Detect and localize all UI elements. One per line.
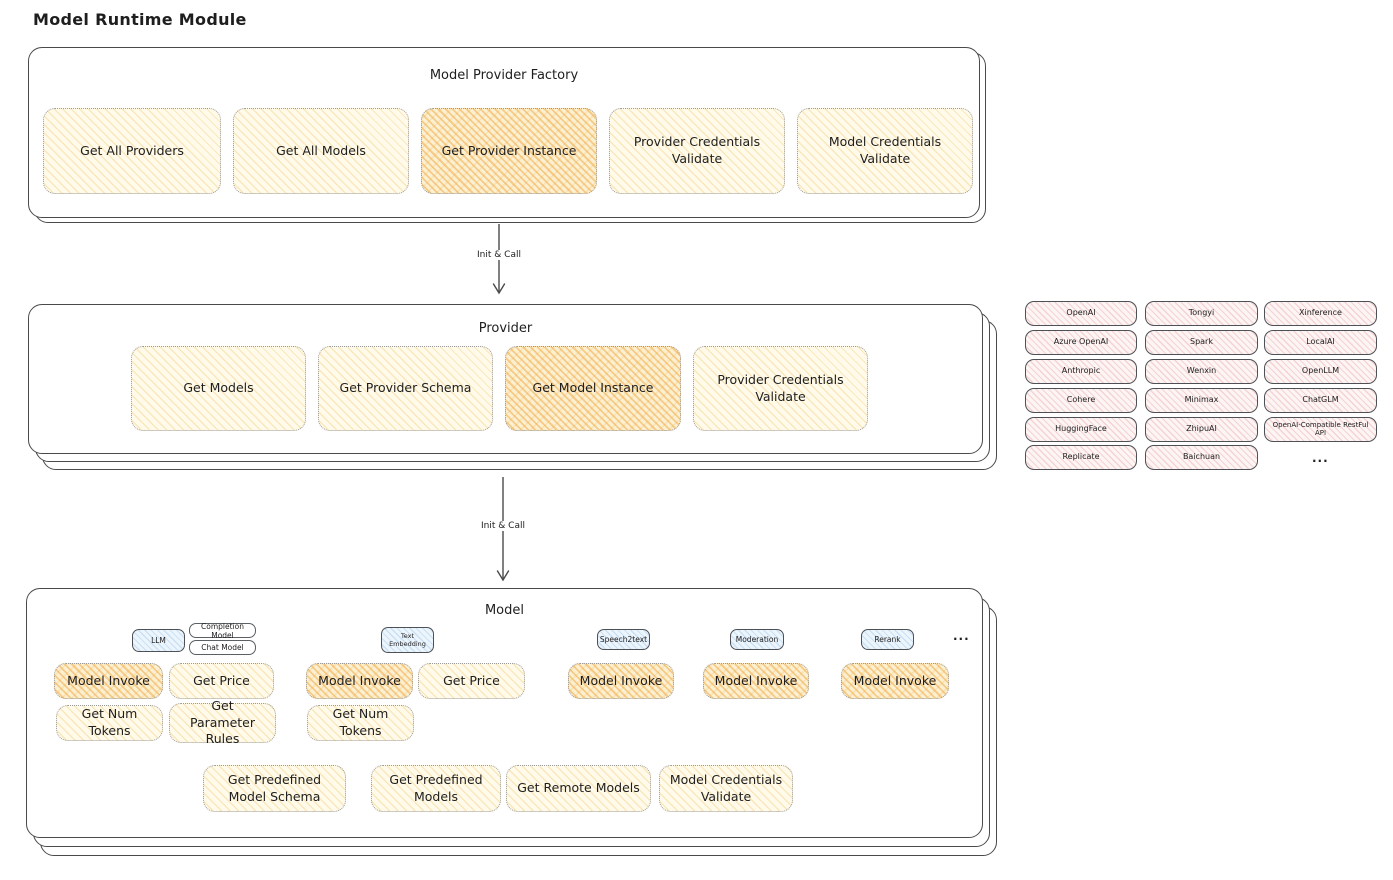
get-provider-schema-button[interactable]: Get Provider Schema	[318, 346, 493, 431]
provider-azure-openai[interactable]: Azure OpenAI	[1025, 330, 1137, 355]
get-parameter-rules-button[interactable]: Get Parameter Rules	[169, 698, 276, 746]
provider-openllm[interactable]: OpenLLM	[1264, 359, 1377, 384]
provider-minimax[interactable]: Minimax	[1145, 388, 1258, 413]
get-price-button-llm[interactable]: Get Price	[169, 663, 274, 699]
chip-completion-model[interactable]: Completion Model	[189, 622, 256, 640]
providers-more-ellipsis: ...	[1312, 451, 1329, 465]
model-invoke-button-rerank[interactable]: Model Invoke	[841, 663, 949, 699]
model-invoke-button-text-embedding[interactable]: Model Invoke	[306, 663, 413, 699]
get-predefined-models-button[interactable]: Get Predefined Models	[371, 765, 501, 812]
tab-text-embedding[interactable]: Text Embedding	[381, 627, 434, 653]
provider-xinference[interactable]: Xinference	[1264, 301, 1377, 326]
provider-cohere[interactable]: Cohere	[1025, 388, 1137, 413]
model-invoke-button-llm[interactable]: Model Invoke	[54, 663, 163, 699]
tab-rerank[interactable]: Rerank	[861, 629, 914, 650]
get-remote-models-button[interactable]: Get Remote Models	[506, 765, 651, 812]
model-credentials-validate-button[interactable]: Model Credentials Validate	[797, 108, 973, 194]
model-credentials-validate-button-2[interactable]: Model Credentials Validate	[659, 765, 793, 812]
provider-chatglm[interactable]: ChatGLM	[1264, 388, 1377, 413]
arrow-down-icon	[492, 224, 506, 295]
provider-wenxin[interactable]: Wenxin	[1145, 359, 1258, 384]
model-title: Model	[484, 603, 525, 618]
get-models-button[interactable]: Get Models	[131, 346, 306, 431]
init-call-label-1: Init & Call	[473, 250, 525, 260]
get-all-models-button[interactable]: Get All Models	[233, 108, 409, 194]
provider-box[interactable]: Provider Get Models Get Provider Schema …	[28, 304, 983, 454]
init-call-label-2: Init & Call	[477, 521, 529, 531]
get-num-tokens-button-text-embedding[interactable]: Get Num Tokens	[307, 705, 414, 741]
tab-llm[interactable]: LLM	[132, 629, 185, 652]
provider-anthropic[interactable]: Anthropic	[1025, 359, 1137, 384]
provider-baichuan[interactable]: Baichuan	[1145, 445, 1258, 470]
provider-tongyi[interactable]: Tongyi	[1145, 301, 1258, 326]
chip-chat-model[interactable]: Chat Model	[189, 640, 256, 655]
provider-title: Provider	[478, 321, 533, 336]
init-call-arrow-1: Init & Call	[473, 224, 525, 296]
provider-credentials-validate-button-2[interactable]: Provider Credentials Validate	[693, 346, 868, 431]
init-call-arrow-2: Init & Call	[477, 477, 529, 583]
model-invoke-button-speech2text[interactable]: Model Invoke	[568, 663, 674, 699]
get-model-instance-button[interactable]: Get Model Instance	[505, 346, 681, 431]
provider-spark[interactable]: Spark	[1145, 330, 1258, 355]
tab-moderation[interactable]: Moderation	[730, 629, 784, 650]
provider-zhipuai[interactable]: ZhipuAI	[1145, 417, 1258, 442]
get-provider-instance-button[interactable]: Get Provider Instance	[421, 108, 597, 194]
model-invoke-button-moderation[interactable]: Model Invoke	[703, 663, 809, 699]
page-title: Model Runtime Module	[33, 10, 247, 29]
provider-openai[interactable]: OpenAI	[1025, 301, 1137, 326]
provider-replicate[interactable]: Replicate	[1025, 445, 1137, 470]
provider-huggingface[interactable]: HuggingFace	[1025, 417, 1137, 442]
get-all-providers-button[interactable]: Get All Providers	[43, 108, 221, 194]
factory-box[interactable]: Model Provider Factory Get All Providers…	[28, 47, 980, 218]
provider-openai-compatible[interactable]: OpenAI-Compatible RestFul API	[1264, 417, 1377, 442]
tabs-more-ellipsis: ...	[953, 629, 970, 643]
model-box[interactable]: Model LLM Completion Model Chat Model Te…	[26, 588, 983, 838]
get-price-button-text-embedding[interactable]: Get Price	[418, 663, 525, 699]
provider-localai[interactable]: LocalAI	[1264, 330, 1377, 355]
factory-title: Model Provider Factory	[429, 68, 579, 83]
get-num-tokens-button-llm[interactable]: Get Num Tokens	[56, 705, 163, 741]
provider-credentials-validate-button[interactable]: Provider Credentials Validate	[609, 108, 785, 194]
get-predefined-model-schema-button[interactable]: Get Predefined Model Schema	[203, 765, 346, 812]
tab-speech2text[interactable]: Speech2text	[597, 629, 650, 650]
